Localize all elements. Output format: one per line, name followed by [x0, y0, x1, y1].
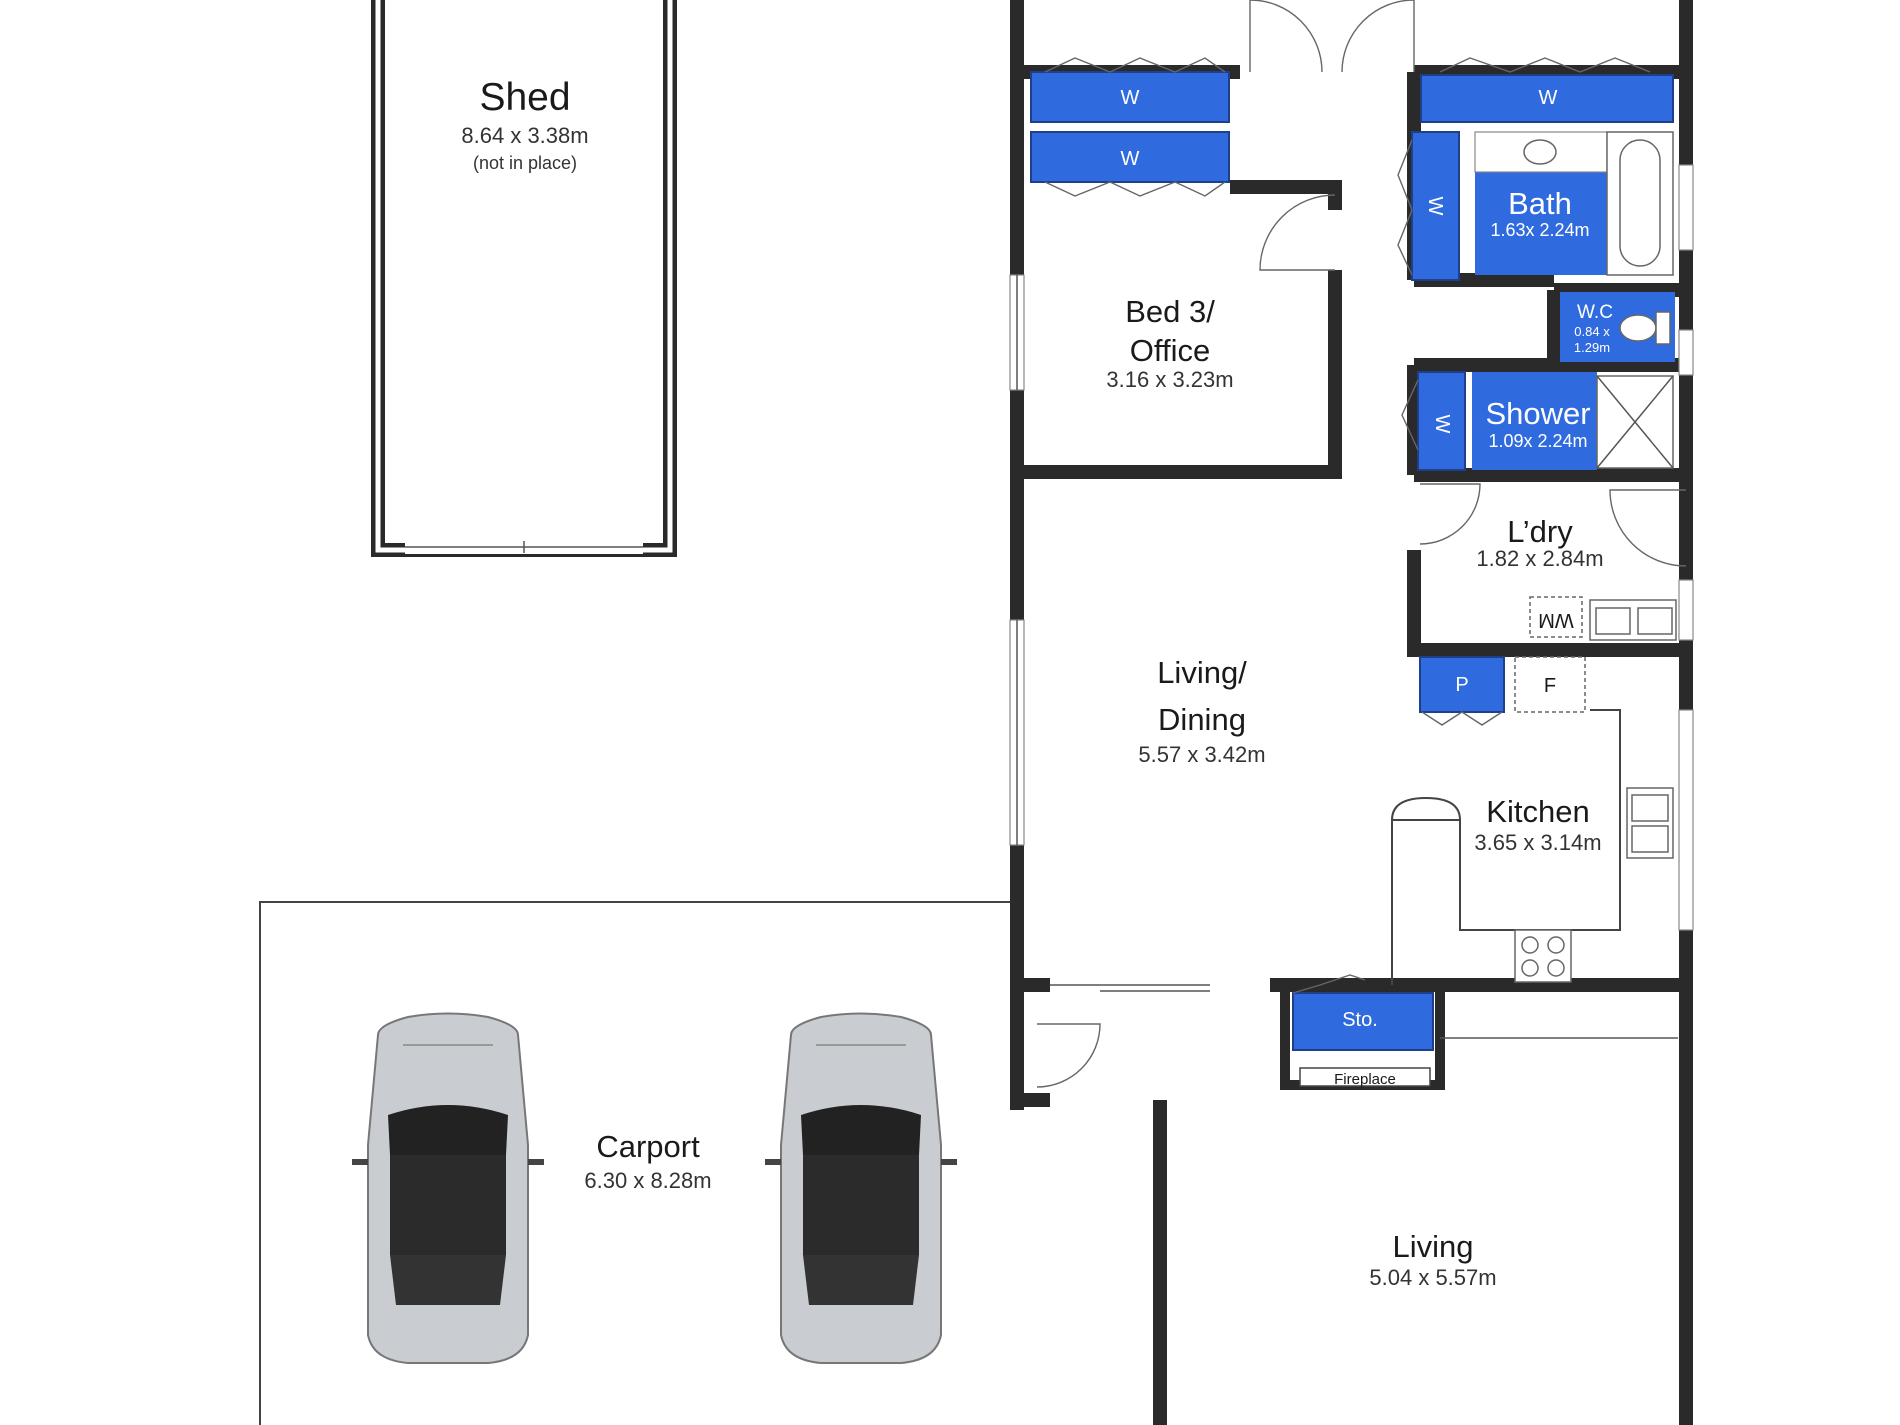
shed-label: Shed — [479, 76, 570, 119]
east-windows — [1678, 164, 1694, 931]
bath-room: Bath 1.63x 2.24m — [1474, 131, 1674, 276]
shed-dims: 8.64 x 3.38m — [461, 123, 588, 148]
living-dining-dims: 5.57 x 3.42m — [1138, 742, 1265, 767]
wc-label: W.C — [1577, 302, 1613, 323]
svg-text:P: P — [1455, 674, 1468, 696]
wardrobe-4: W — [1397, 131, 1460, 281]
pantry: P — [1419, 656, 1505, 726]
storage-fireplace: Sto. Fireplace — [1280, 974, 1445, 1090]
living-label: Living — [1393, 1229, 1474, 1264]
doors — [1036, 0, 1687, 1088]
living-dining-label-1: Living/ — [1157, 655, 1247, 690]
svg-text:W: W — [1539, 87, 1558, 109]
shed: Shed 8.64 x 3.38m (not in place) — [371, 0, 677, 557]
west-windows — [1009, 274, 1025, 846]
wardrobe-1: W — [1030, 57, 1230, 123]
bed3-label-2: Office — [1130, 333, 1210, 368]
laundry-dims: 1.82 x 2.84m — [1476, 546, 1603, 571]
svg-text:W: W — [1424, 197, 1446, 216]
svg-text:W: W — [1431, 415, 1453, 434]
kitchen-label: Kitchen — [1486, 794, 1589, 829]
laundry-room: WM L’dry 1.82 x 2.84m — [1476, 514, 1677, 641]
car-1 — [352, 1012, 544, 1364]
laundry-label: L’dry — [1507, 514, 1573, 549]
carport-dims: 6.30 x 8.28m — [584, 1168, 711, 1193]
fridge: F — [1514, 656, 1586, 713]
svg-text:W: W — [1121, 148, 1140, 170]
svg-text:W: W — [1121, 87, 1140, 109]
living-dining-label-2: Dining — [1158, 702, 1246, 737]
shower-label: Shower — [1485, 396, 1590, 431]
wardrobe-2: W — [1030, 131, 1230, 197]
carport-label: Carport — [596, 1129, 700, 1164]
living-room: Living 5.04 x 5.57m — [1369, 1037, 1678, 1290]
kitchen-dims: 3.65 x 3.14m — [1474, 830, 1601, 855]
wardrobe-3: W — [1420, 57, 1674, 123]
bed3-dims: 3.16 x 3.23m — [1106, 367, 1233, 392]
bath-label: Bath — [1508, 186, 1572, 221]
living-dining-room: Living/ Dining 5.57 x 3.42m — [1138, 655, 1265, 767]
living-dims: 5.04 x 5.57m — [1369, 1265, 1496, 1290]
svg-text:F: F — [1544, 675, 1556, 697]
svg-text:Sto.: Sto. — [1342, 1009, 1378, 1031]
sliding-door — [1050, 984, 1210, 992]
kitchen-room: Kitchen 3.65 x 3.14m — [1474, 787, 1674, 983]
shed-note: (not in place) — [473, 153, 577, 173]
carport: Carport 6.30 x 8.28m — [259, 901, 1010, 1425]
wc-dims-1: 0.84 x — [1574, 324, 1610, 339]
bed3-label-1: Bed 3/ — [1125, 294, 1215, 329]
wc-dims-2: 1.29m — [1574, 340, 1610, 355]
car-2 — [765, 1012, 957, 1364]
shower-room: Shower 1.09x 2.24m — [1472, 372, 1674, 470]
bath-dims: 1.63x 2.24m — [1490, 220, 1589, 240]
wardrobe-5: W — [1401, 371, 1466, 471]
wc-room: W.C 0.84 x 1.29m — [1560, 292, 1675, 362]
washing-machine-label: WM — [1538, 609, 1574, 631]
shower-dims: 1.09x 2.24m — [1488, 431, 1587, 451]
fireplace-label: Fireplace — [1334, 1071, 1396, 1088]
bed3-room: Bed 3/ Office 3.16 x 3.23m — [1106, 294, 1233, 392]
